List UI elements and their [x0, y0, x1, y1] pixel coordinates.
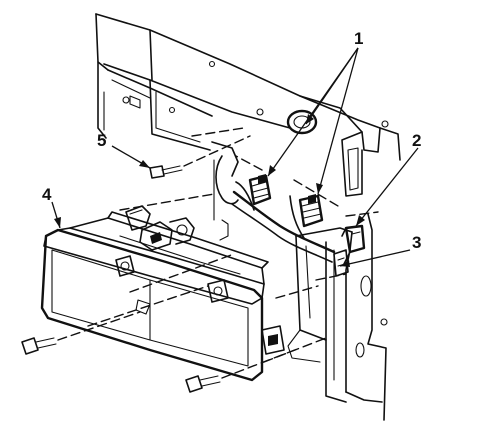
upper-bolt: [149, 135, 251, 179]
callout-2: 2: [412, 131, 421, 150]
headlamp-bracket: [341, 224, 366, 265]
bulb-socket-harness: [211, 141, 336, 263]
callout-1: 1: [354, 29, 363, 48]
lower-bulb-socket: [298, 194, 324, 228]
callout-5: 5: [97, 131, 106, 150]
headlamp-assembly: [40, 205, 285, 382]
lower-left-bolt: [21, 311, 141, 355]
radiator-support-panel: [95, 13, 401, 421]
assembly-guide-lines: [87, 127, 379, 363]
callout-3: 3: [412, 233, 421, 252]
callout-leaders: [51, 47, 419, 267]
lower-right-bolt: [185, 347, 301, 393]
callout-4: 4: [42, 185, 52, 204]
upper-bulb-socket: [248, 174, 272, 206]
